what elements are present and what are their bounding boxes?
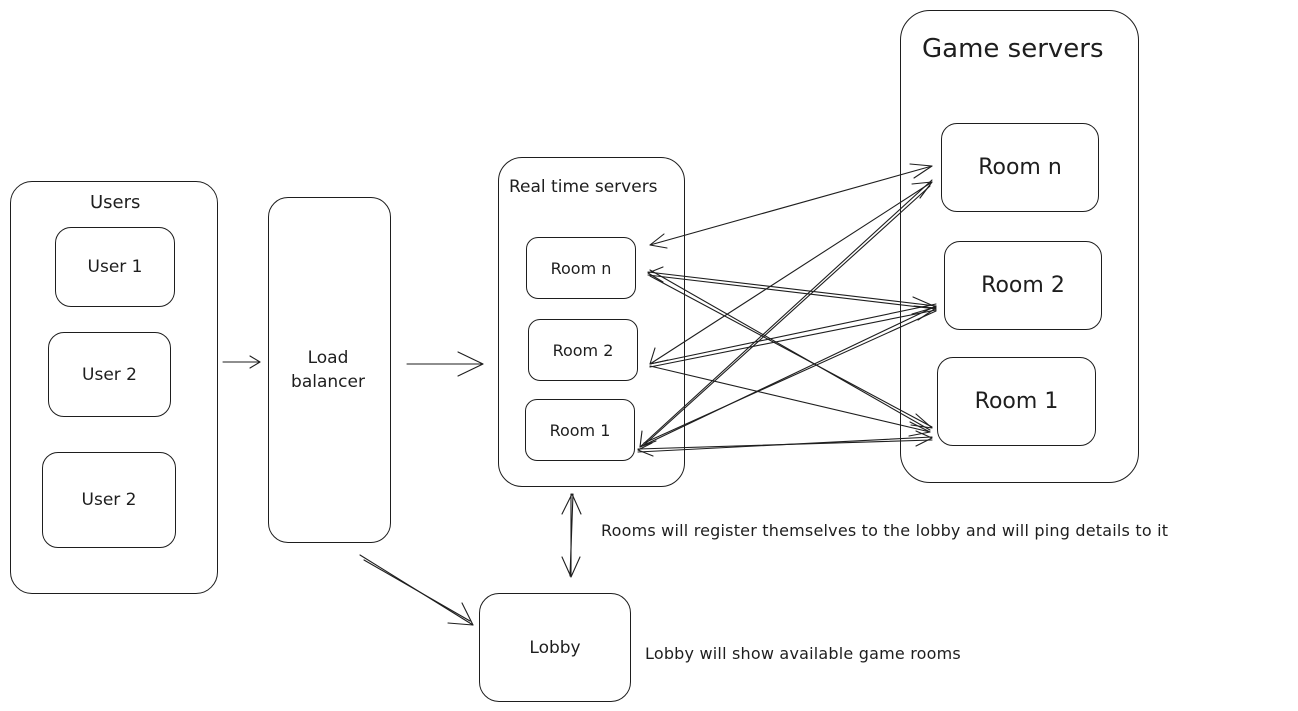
user-box-3: User 2 [42,452,176,548]
arrow-realtime-lobby [561,493,582,578]
realtime-room-1: Room 1 [525,399,635,461]
game-servers-group [900,10,1139,483]
game-servers-title: Game servers [922,34,1104,64]
lobby-label: Lobby [529,637,581,658]
user-box-2: User 2 [48,332,171,417]
realtime-servers-title: Real time servers [509,177,658,197]
game-room-1-label: Room 1 [974,389,1059,414]
load-balancer-box [268,197,391,543]
user-label-3: User 2 [81,490,137,510]
user-label-2: User 2 [82,364,137,385]
realtime-room-2: Room 2 [528,319,638,381]
users-title: Users [90,192,141,213]
game-room-n: Room n [941,123,1099,212]
game-room-1: Room 1 [937,357,1096,446]
realtime-room-n: Room n [526,237,636,299]
arrow-lb-to-lobby [359,554,474,626]
game-room-2-label: Room 2 [981,273,1065,298]
arrow-users-to-lb [222,355,261,369]
realtime-room-2-label: Room 2 [552,340,614,360]
lobby-note: Lobby will show available game rooms [645,644,961,663]
user-label-1: User 1 [87,257,143,277]
realtime-room-n-label: Room n [550,258,612,278]
arrow-lb-to-realtime [406,351,484,377]
realtime-servers-group [498,157,685,487]
user-box-1: User 1 [55,227,175,307]
register-note: Rooms will register themselves to the lo… [601,521,1169,540]
load-balancer-label: Load balancer [291,348,365,392]
realtime-room-1-label: Room 1 [549,420,611,440]
users-group [10,181,218,594]
game-room-2: Room 2 [944,241,1102,330]
lobby-box: Lobby [479,593,631,702]
game-room-n-label: Room n [978,155,1062,180]
